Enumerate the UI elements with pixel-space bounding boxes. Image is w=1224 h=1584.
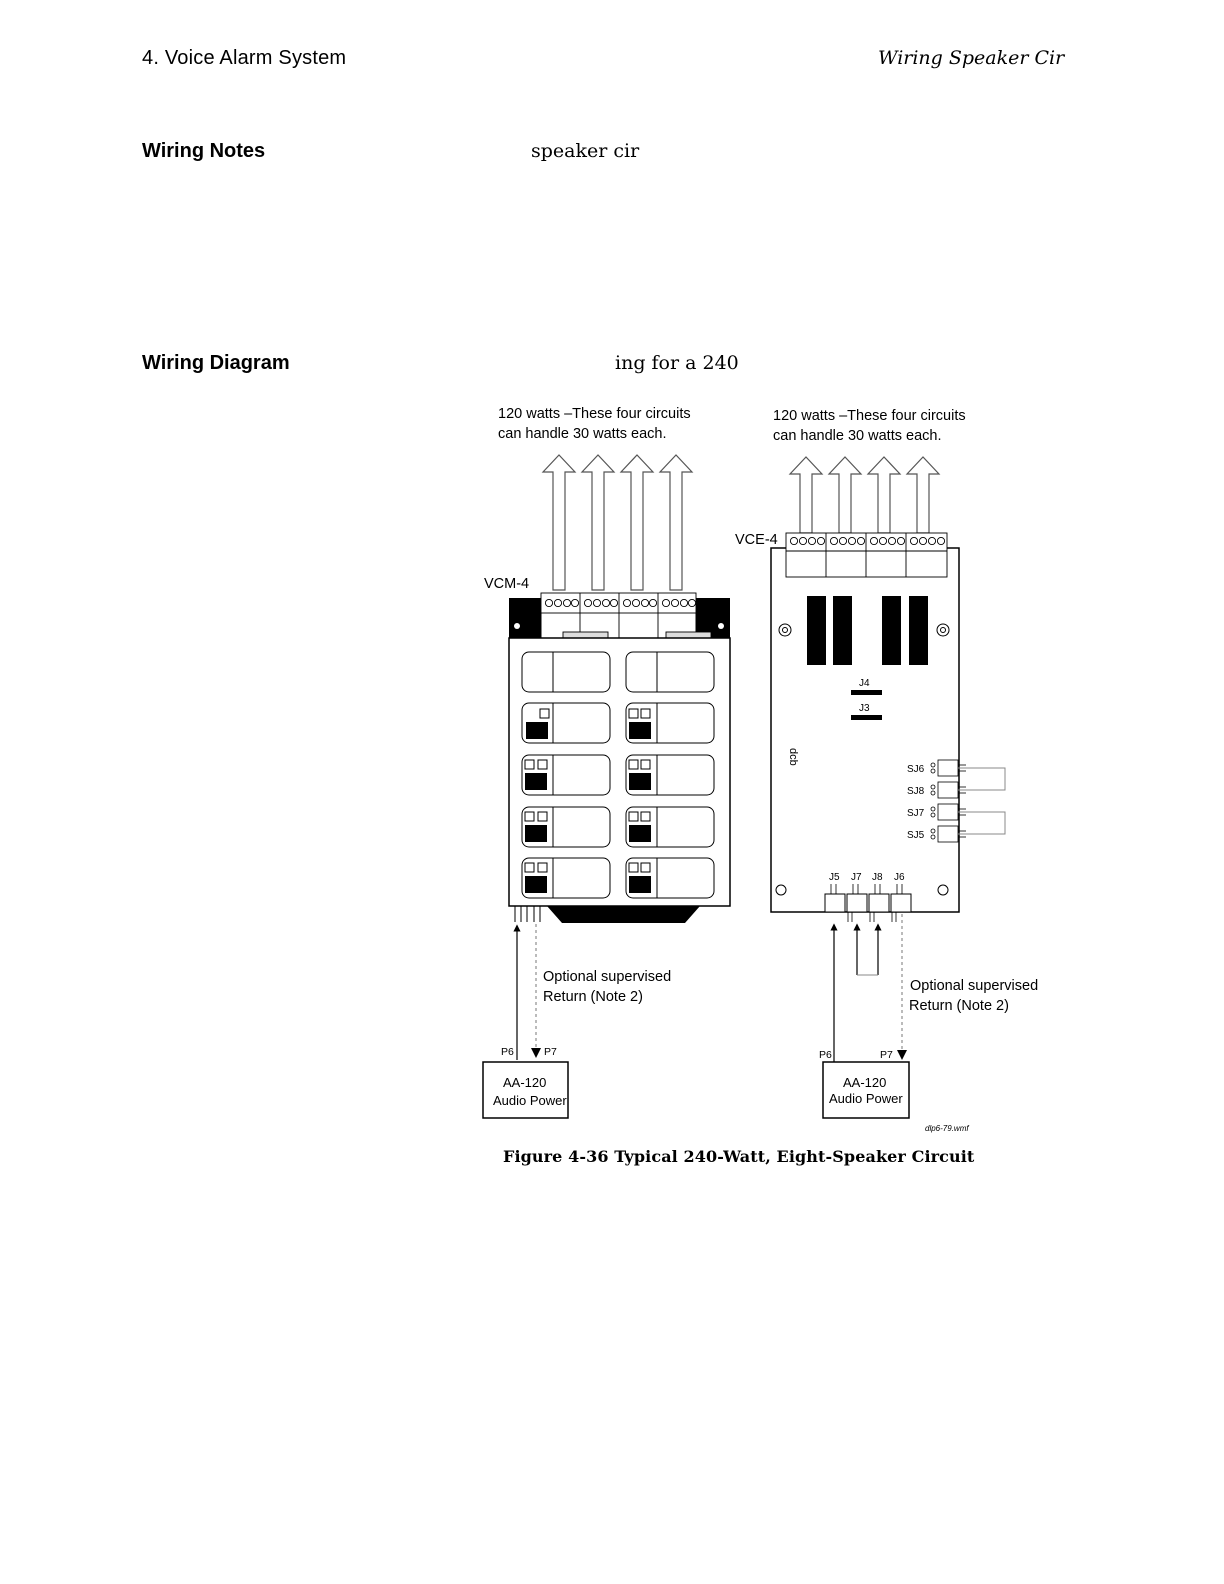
vce-terminal-strip: [785, 532, 948, 578]
vce-sj-jumpers: SJ6 SJ8 SJ7 SJ5: [907, 759, 1006, 843]
figure-file-tag: dlp6-79.wmf: [925, 1124, 969, 1133]
vce-j6-label: J6: [894, 872, 905, 883]
vce-p6-label: P6: [819, 1049, 832, 1061]
vce-sj6-label: SJ6: [907, 764, 925, 775]
vce-j7-label: J7: [851, 872, 862, 883]
vcm-note-line2: can handle 30 watts each.: [498, 426, 666, 442]
vce-j8-label: J8: [872, 872, 883, 883]
running-header-title: Wiring Speaker Cir: [878, 47, 1065, 69]
vce-j5-label: J5: [829, 872, 840, 883]
vcm-p7-label: P7: [544, 1046, 557, 1058]
vce-j3-label: J3: [859, 703, 870, 714]
vce-sj7-label: SJ7: [907, 808, 925, 819]
vce-note-line2: can handle 30 watts each.: [773, 428, 941, 444]
vcm-aa120-line1: AA-120: [503, 1075, 546, 1090]
wiring-diagram-text: ing for a 240: [615, 352, 739, 374]
vcm-aa120-box: [482, 1061, 569, 1119]
vce-return-line1: Optional supervised: [910, 978, 1038, 994]
vcm-label: VCM-4: [484, 576, 529, 592]
vce-note-line1: 120 watts –These four circuits: [773, 408, 966, 424]
vce-aa120-line2: Audio Power: [829, 1091, 903, 1106]
wiring-notes-text: speaker cir: [531, 140, 640, 162]
vce-bottom-jacks: J5 J7 J8 J6: [824, 872, 912, 922]
figure-caption: Figure 4-36 Typical 240-Watt, Eight-Spea…: [503, 1147, 975, 1166]
vce-label: VCE-4: [735, 532, 778, 548]
wiring-notes-heading: Wiring Notes: [142, 140, 266, 162]
vce-return-line2: Return (Note 2): [909, 998, 1009, 1014]
vce-output-arrows: [788, 456, 941, 534]
vce-4-module: 120 watts –These four circuits can handl…: [735, 408, 1038, 1133]
vcm-aa120-line2: Audio Power: [493, 1093, 567, 1108]
vce-sj5-label: SJ5: [907, 830, 925, 841]
vcm-p6-label: P6: [501, 1046, 514, 1058]
vce-p7-label: P7: [880, 1049, 893, 1061]
running-header-section: 4. Voice Alarm System: [142, 47, 347, 69]
vcm-output-arrows: [541, 454, 694, 591]
vcm-4-module: 120 watts –These four circuits can handl…: [482, 406, 731, 1119]
vcm-return-line2: Return (Note 2): [543, 989, 643, 1005]
vce-sj8-label: SJ8: [907, 786, 925, 797]
vcm-card-modules: [524, 708, 651, 893]
speaker-circuit-diagram: 120 watts –These four circuits can handl…: [482, 406, 1038, 1133]
vce-aa120-line1: AA-120: [843, 1075, 886, 1090]
vce-j4-label: J4: [859, 678, 870, 689]
vce-side-text: dcb: [787, 748, 799, 766]
vcm-return-line1: Optional supervised: [543, 969, 671, 985]
vcm-note-line1: 120 watts –These four circuits: [498, 406, 691, 422]
wiring-diagram-heading: Wiring Diagram: [142, 352, 290, 374]
vce-aa120-box: [822, 1061, 910, 1119]
vce-chips: [807, 596, 928, 665]
